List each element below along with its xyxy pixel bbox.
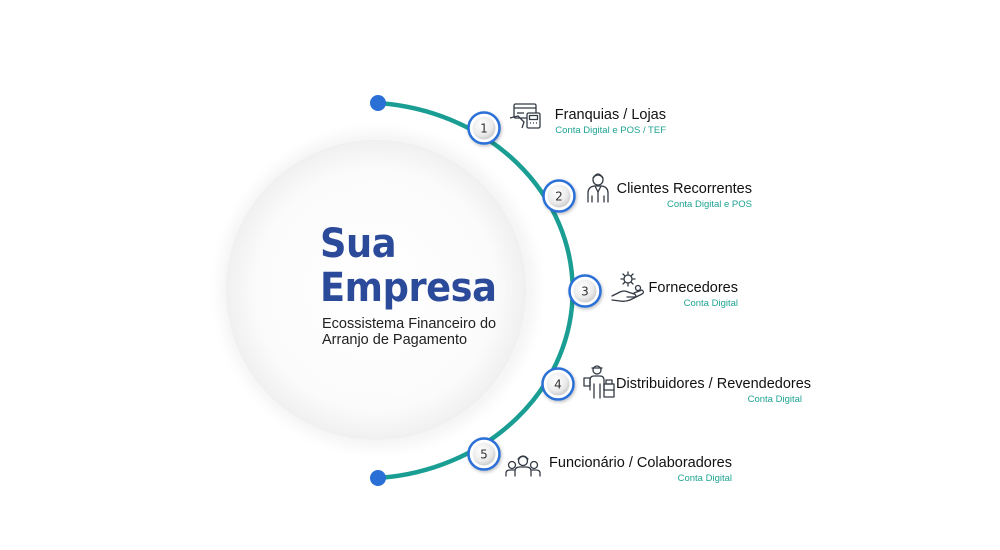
- item-title: Clientes Recorrentes: [616, 181, 752, 197]
- delivery-person-icon: [583, 365, 615, 399]
- step-node-4: [541, 367, 575, 401]
- item-label-1: Franquias / Lojas Conta Digital e POS / …: [540, 107, 666, 137]
- item-subtitle: Conta Digital e POS / TEF: [555, 125, 666, 136]
- step-node-5: [467, 437, 501, 471]
- hand-gear-icon: [611, 271, 645, 302]
- step-node-1: [467, 111, 501, 145]
- step-node-3: [568, 274, 602, 308]
- company-title-line2: Empresa: [320, 265, 497, 311]
- company-subtitle-line2: Arranjo de Pagamento: [322, 332, 468, 348]
- item-label-3: Fornecedores Conta Digital: [644, 280, 738, 310]
- item-label-5: Funcionário / Colaboradores Conta Digita…: [544, 455, 732, 485]
- arc-start-dot: [370, 95, 386, 111]
- item-subtitle: Conta Digital e POS: [666, 199, 752, 210]
- item-title: Fornecedores: [648, 280, 738, 296]
- card-terminal-icon: [509, 103, 541, 129]
- step-number-2: 2: [555, 190, 563, 204]
- background-disc-inner: [226, 140, 526, 440]
- item-subtitle: Conta Digital: [683, 298, 738, 309]
- step-number-4: 4: [554, 378, 562, 392]
- item-label-4: Distribuidores / Revendedores Conta Digi…: [616, 376, 812, 406]
- company-title-line1: Sua: [320, 221, 397, 267]
- arc-end-dot: [370, 470, 386, 486]
- item-title: Franquias / Lojas: [554, 107, 666, 123]
- company-title: Sua Empresa: [320, 221, 497, 311]
- step-number-1: 1: [480, 122, 488, 136]
- item-label-2: Clientes Recorrentes Conta Digital e POS: [612, 181, 752, 211]
- company-subtitle-line1: Ecossistema Financeiro do: [322, 316, 497, 332]
- item-title: Distribuidores / Revendedores: [616, 376, 812, 392]
- step-node-2: [542, 179, 576, 213]
- company-subtitle: Ecossistema Financeiro do Arranjo de Pag…: [322, 316, 522, 348]
- team-icon: [505, 455, 541, 477]
- item-subtitle: Conta Digital: [747, 394, 802, 405]
- item-subtitle: Conta Digital: [677, 473, 732, 484]
- step-number-3: 3: [581, 285, 589, 299]
- item-title: Funcionário / Colaboradores: [549, 455, 732, 471]
- step-number-5: 5: [480, 448, 488, 462]
- customer-icon: [587, 173, 609, 203]
